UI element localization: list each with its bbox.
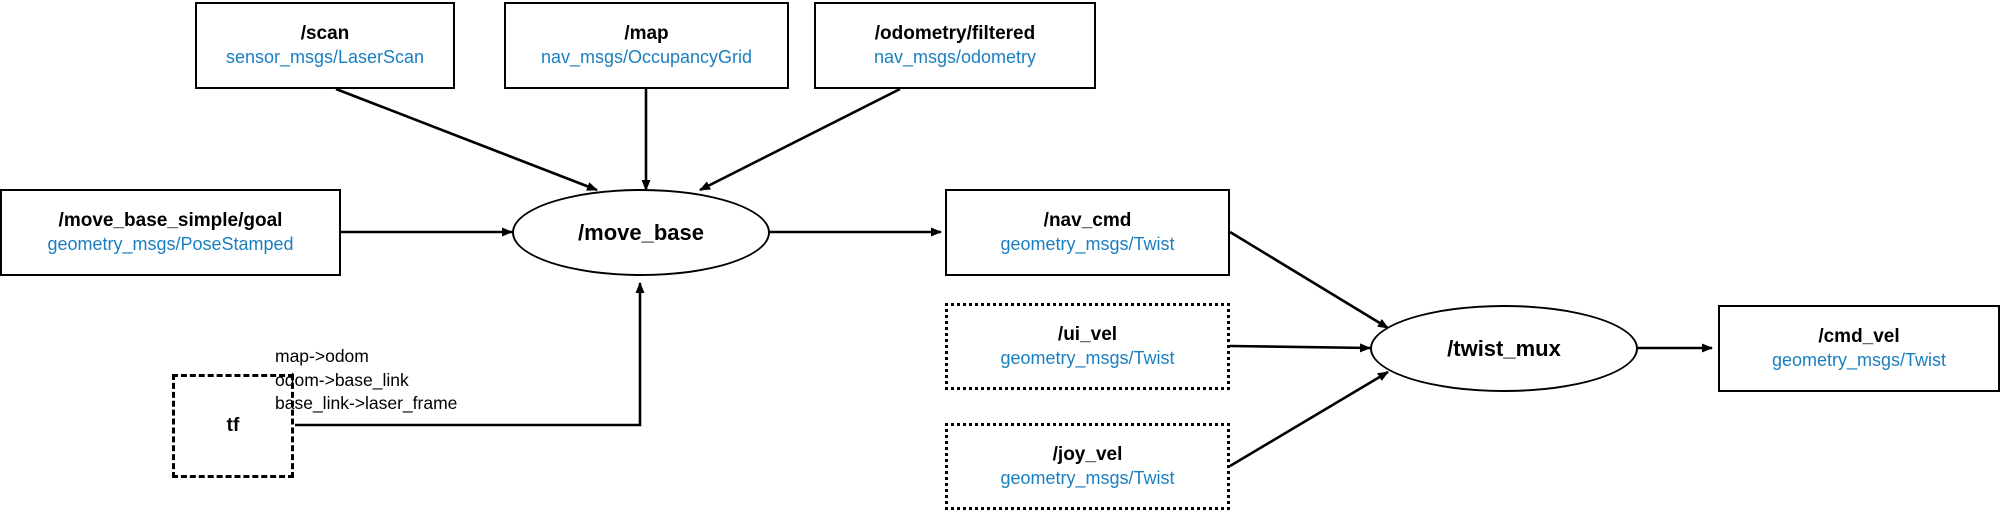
node-tf-title: tf: [226, 415, 240, 437]
node-twist-mux[interactable]: /twist_mux: [1370, 305, 1638, 392]
node-joy-vel-title: /joy_vel: [1052, 444, 1123, 466]
edge-odometry-to-move-base: [699, 87, 901, 192]
node-nav-cmd-title: /nav_cmd: [1043, 210, 1132, 232]
node-move-base[interactable]: /move_base: [512, 189, 770, 276]
node-move-base-title: /move_base: [578, 219, 704, 245]
edge-label-line-3: base_link->laser_frame: [275, 393, 458, 414]
node-scan[interactable]: /scan sensor_msgs/LaserScan: [195, 2, 455, 89]
edge-label-line-1: map->odom: [275, 346, 369, 366]
node-map[interactable]: /map nav_msgs/OccupancyGrid: [504, 2, 789, 89]
node-twist-mux-title: /twist_mux: [1447, 335, 1561, 361]
node-cmd-vel-title: /cmd_vel: [1818, 326, 1900, 348]
node-nav-cmd[interactable]: /nav_cmd geometry_msgs/Twist: [945, 189, 1230, 276]
node-nav-cmd-msgtype: geometry_msgs/Twist: [1000, 234, 1175, 255]
node-ui-vel[interactable]: /ui_vel geometry_msgs/Twist: [945, 303, 1230, 390]
node-tf[interactable]: tf: [172, 374, 294, 478]
node-move-base-simple-goal-msgtype: geometry_msgs/PoseStamped: [47, 234, 294, 255]
edge-ui-vel-to-twist-mux: [1229, 343, 1371, 353]
node-joy-vel[interactable]: /joy_vel geometry_msgs/Twist: [945, 423, 1230, 510]
node-move-base-simple-goal-title: /move_base_simple/goal: [58, 210, 283, 232]
edge-joy-vel-to-twist-mux: [1229, 370, 1389, 468]
node-ui-vel-title: /ui_vel: [1057, 324, 1118, 346]
node-odometry-filtered[interactable]: /odometry/filtered nav_msgs/odometry: [814, 2, 1096, 89]
node-scan-title: /scan: [300, 23, 350, 45]
node-joy-vel-msgtype: geometry_msgs/Twist: [1000, 468, 1175, 489]
edge-label-tf-transforms: map->odom odom->base_link base_link->las…: [275, 345, 457, 416]
edge-label-line-2: odom->base_link: [275, 369, 409, 390]
node-map-msgtype: nav_msgs/OccupancyGrid: [540, 47, 753, 68]
edge-nav-cmd-to-twist-mux: [1229, 230, 1389, 330]
edge-scan-to-move-base: [335, 87, 598, 192]
node-move-base-simple-goal[interactable]: /move_base_simple/goal geometry_msgs/Pos…: [0, 189, 341, 276]
node-cmd-vel-msgtype: geometry_msgs/Twist: [1771, 350, 1947, 371]
node-cmd-vel[interactable]: /cmd_vel geometry_msgs/Twist: [1718, 305, 2000, 392]
node-ui-vel-msgtype: geometry_msgs/Twist: [1000, 348, 1175, 369]
node-odometry-filtered-title: /odometry/filtered: [874, 23, 1036, 45]
node-scan-msgtype: sensor_msgs/LaserScan: [225, 47, 425, 68]
node-odometry-filtered-msgtype: nav_msgs/odometry: [873, 47, 1037, 68]
node-map-title: /map: [624, 23, 669, 45]
